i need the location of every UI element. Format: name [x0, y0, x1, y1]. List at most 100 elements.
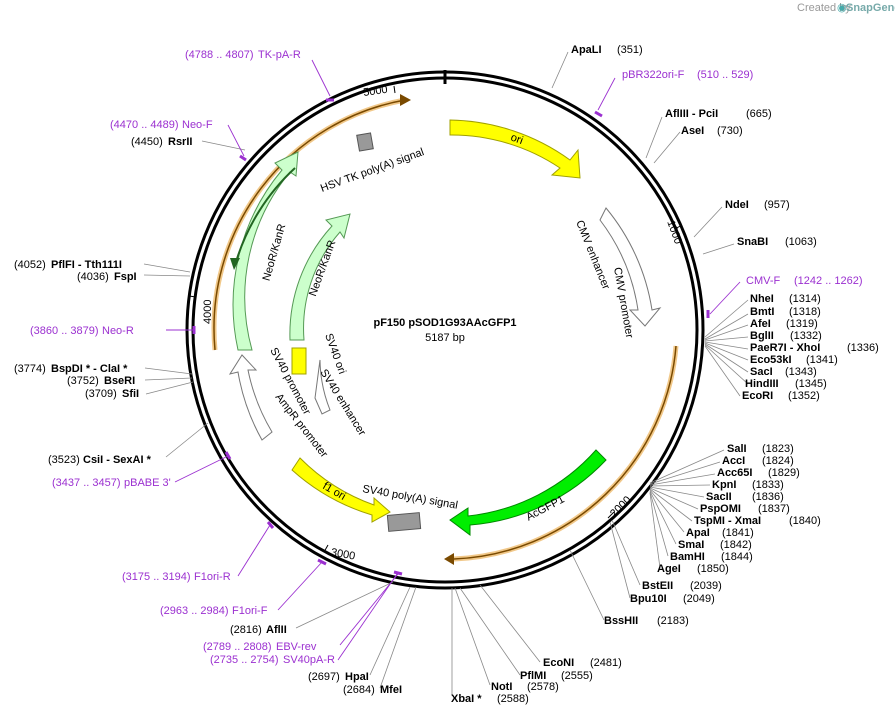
enzyme-pos: (2481) — [590, 657, 622, 669]
enzyme-label[interactable]: AfeI — [750, 318, 771, 330]
feature-neor-kanr-2[interactable] — [289, 213, 351, 341]
enzyme-pos: (665) — [746, 108, 772, 120]
enzyme-label[interactable]: PspOMI — [700, 503, 741, 515]
enzyme-pos: (1336) — [847, 342, 879, 354]
enzyme-pos: (2816) — [230, 624, 262, 636]
primer-label[interactable]: TK-pA-R — [258, 49, 301, 61]
enzyme-pos: (2555) — [561, 670, 593, 682]
enzyme-pos: (2578) — [527, 681, 559, 693]
plasmid-name: pF150 pSOD1G93AAcGFP1 — [373, 317, 516, 329]
feature-ampr-promoter[interactable] — [228, 354, 273, 441]
enzyme-label[interactable]: NdeI — [725, 199, 749, 211]
feature-cmv[interactable] — [599, 207, 662, 327]
enzyme-label[interactable]: PaeR7I - XhoI — [750, 342, 820, 354]
enzyme-label[interactable]: SalI — [727, 443, 747, 455]
enzyme-pos: (2049) — [683, 593, 715, 605]
enzyme-pos: (730) — [717, 125, 743, 137]
neo-arrowhead — [230, 258, 240, 270]
enzyme-label[interactable]: BamHI — [670, 551, 705, 563]
enzyme-pos: (1824) — [762, 455, 794, 467]
enzyme-pos: (1836) — [752, 491, 784, 503]
enzyme-label[interactable]: Bpu10I — [630, 593, 667, 605]
enzyme-pos: (4450) — [131, 136, 163, 148]
enzyme-label[interactable]: KpnI — [712, 479, 736, 491]
feature-acgfp1[interactable] — [449, 449, 607, 536]
enzyme-pos: (4036) — [77, 271, 109, 283]
enzyme-pos: (1841) — [722, 527, 754, 539]
enzyme-pos: (1341) — [806, 354, 838, 366]
primer-label[interactable]: Neo-R — [102, 325, 134, 337]
enzyme-label[interactable]: EcoRI — [742, 390, 773, 402]
enzyme-label[interactable]: HpaI — [345, 671, 369, 683]
enzyme-label[interactable]: NheI — [750, 293, 774, 305]
enzyme-label[interactable]: SfiI — [122, 388, 139, 400]
enzyme-labels-left: (2684) MfeI (2697) HpaI (2816) AflII (35… — [14, 136, 402, 696]
snapgene-logo-icon: ◉ — [837, 2, 847, 14]
enzyme-label[interactable]: CsiI - SexAI * — [83, 454, 152, 466]
enzyme-label[interactable]: AccI — [722, 455, 745, 467]
enzyme-label[interactable]: HindIII — [745, 378, 779, 390]
enzyme-label[interactable]: Eco53kI — [750, 354, 792, 366]
enzyme-pos: (3752) — [67, 375, 99, 387]
primer-label[interactable]: pBR322ori-F — [622, 69, 685, 81]
enzyme-label[interactable]: Acc65I — [717, 467, 752, 479]
feature-hsv-tk-polya[interactable] — [356, 132, 374, 152]
enzyme-label[interactable]: SmaI — [678, 539, 704, 551]
primer-label[interactable]: EBV-rev — [276, 641, 317, 653]
enzyme-label[interactable]: BmtI — [750, 306, 774, 318]
primer-label[interactable]: SV40pA-R — [283, 654, 335, 666]
enzyme-label[interactable]: AflIII - PciI — [665, 108, 718, 120]
enzyme-pos: (1352) — [788, 390, 820, 402]
enzyme-label[interactable]: AgeI — [657, 563, 681, 575]
primer-range: (2789 .. 2808) — [203, 641, 272, 653]
enzyme-pos: (1844) — [721, 551, 753, 563]
feature-sv40-ori[interactable] — [291, 347, 307, 375]
primer-label[interactable]: CMV-F — [746, 275, 781, 287]
enzyme-label[interactable]: MfeI — [380, 684, 402, 696]
enzyme-label[interactable]: AseI — [681, 125, 704, 137]
enzyme-label[interactable]: AflII — [266, 624, 287, 636]
primer-range: (4788 .. 4807) — [185, 49, 254, 61]
orf-arcs-inner — [213, 99, 677, 560]
enzyme-label[interactable]: BstEII — [642, 580, 673, 592]
enzyme-pos: (1319) — [786, 318, 818, 330]
enzyme-label[interactable]: TspMI - XmaI — [694, 515, 761, 527]
enzyme-label[interactable]: SnaBI — [737, 236, 768, 248]
primer-label[interactable]: Neo-F — [182, 119, 213, 131]
primer-label[interactable]: pBABE 3' — [124, 477, 171, 489]
enzyme-label[interactable]: SacI — [750, 366, 773, 378]
enzyme-label[interactable]: RsrII — [168, 136, 192, 148]
enzyme-label[interactable]: BglII — [750, 330, 774, 342]
enzyme-label[interactable]: EcoNI — [543, 657, 574, 669]
feature-sv40-polya[interactable] — [386, 512, 422, 532]
enzyme-label[interactable]: ApaI — [686, 527, 710, 539]
primer-labels: (4788 .. 4807) TK-pA-R pBR322ori-F (510 … — [30, 49, 863, 666]
enzyme-label[interactable]: PflMI — [520, 670, 546, 682]
feature-sv40-enhancer[interactable] — [314, 359, 331, 415]
feature-ori[interactable] — [449, 119, 581, 179]
enzyme-pos: (1840) — [789, 515, 821, 527]
enzyme-pos: (1837) — [758, 503, 790, 515]
feature-f1-ori[interactable] — [291, 457, 391, 523]
primer-label[interactable]: F1ori-F — [232, 605, 268, 617]
enzyme-label[interactable]: PflFI - Tth111I — [51, 259, 122, 271]
enzyme-label[interactable]: BssHII — [604, 615, 638, 627]
enzyme-pos: (2697) — [308, 671, 340, 683]
enzyme-pos: (3523) — [48, 454, 80, 466]
enzyme-label[interactable]: XbaI * — [451, 693, 482, 705]
enzyme-label[interactable]: FspI — [114, 271, 137, 283]
snapgene-brand: SnapGene — [846, 2, 895, 14]
enzyme-label[interactable]: BspDI * - ClaI * — [51, 363, 128, 375]
enzyme-label[interactable]: ApaLI — [571, 44, 602, 56]
enzyme-pos: (1829) — [768, 467, 800, 479]
enzyme-label[interactable]: SacII — [706, 491, 732, 503]
enzyme-label[interactable]: NotI — [491, 681, 512, 693]
enzyme-pos: (2684) — [343, 684, 375, 696]
tick-label: 2000 — [608, 494, 634, 520]
enzyme-label[interactable]: BseRI — [104, 375, 135, 387]
primer-range: (2735 .. 2754) — [210, 654, 279, 666]
feature-label: CMV enhancer — [573, 219, 612, 292]
enzyme-pos: (1833) — [752, 479, 784, 491]
primer-label[interactable]: F1ori-R — [194, 571, 231, 583]
orf-arrowhead — [444, 553, 454, 565]
